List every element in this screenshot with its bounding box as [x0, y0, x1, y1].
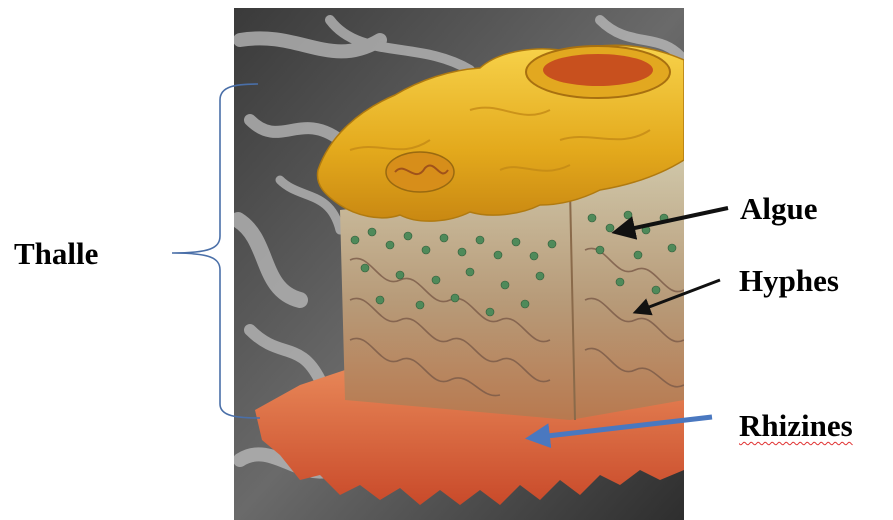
lichen-illustration	[234, 8, 684, 520]
thalle-label: Thalle	[14, 238, 98, 269]
algue-label: Algue	[740, 193, 818, 224]
hyphes-label: Hyphes	[739, 265, 839, 296]
rhizines-label: Rhizines	[739, 410, 853, 441]
